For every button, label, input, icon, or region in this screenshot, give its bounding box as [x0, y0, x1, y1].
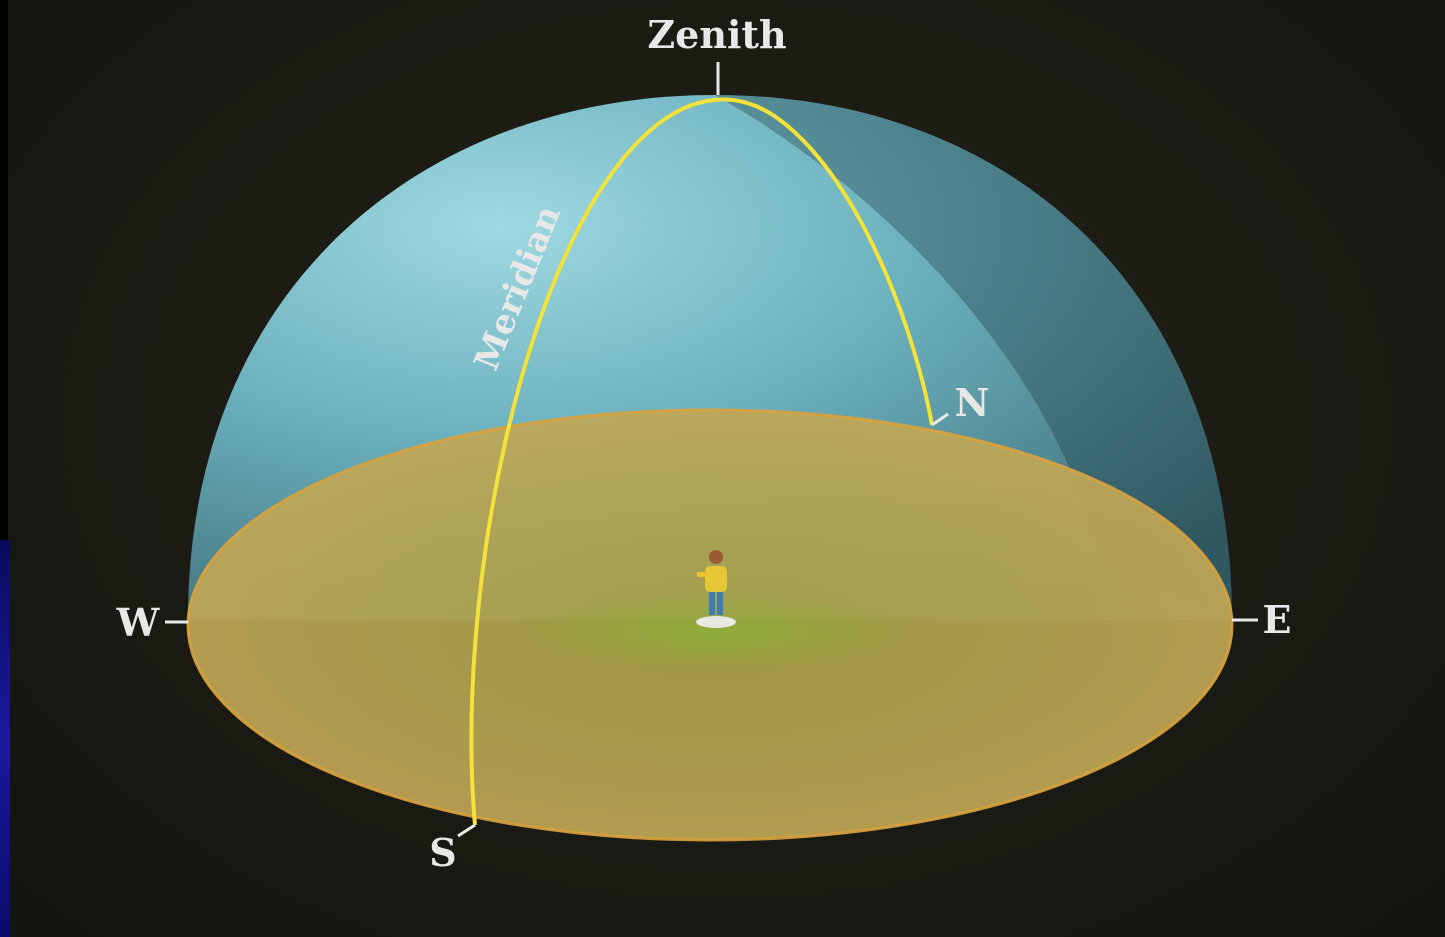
south-tick: [457, 823, 476, 838]
north-tick: [931, 412, 949, 427]
left-edge-strip: [0, 540, 10, 937]
west-label: W: [116, 600, 161, 645]
person-icon: [696, 550, 736, 628]
east-label: E: [1263, 597, 1292, 642]
zenith-label: Zenith: [647, 12, 786, 57]
grass-patch: [515, 594, 915, 670]
south-label: S: [429, 830, 456, 875]
horizon-rim: [186, 408, 1234, 842]
meridian-line: [469, 97, 934, 826]
north-label: N: [955, 380, 990, 425]
